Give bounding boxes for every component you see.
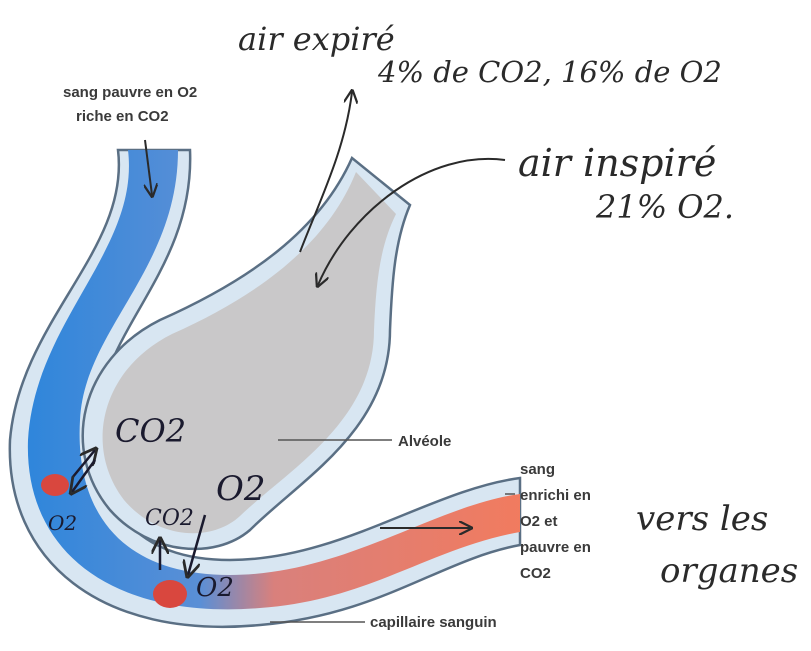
- co2-lower-label: CO2: [145, 506, 194, 531]
- air-inspire-text: air inspiré: [518, 141, 716, 185]
- red-blood-cell-icon: [153, 580, 187, 608]
- co2-upper-label: CO2: [115, 412, 186, 450]
- capillaire-label: capillaire sanguin: [370, 614, 497, 631]
- red-blood-cell-icon: [41, 474, 69, 496]
- sang-enrichi-label-line: O2 et: [520, 513, 558, 530]
- organes-text: organes: [660, 551, 798, 591]
- air-inspire-composition-text: 21% O2.: [595, 188, 734, 226]
- o2-center-label: O2: [216, 469, 266, 509]
- vers-les-text: vers les: [636, 499, 768, 539]
- alveole-label: Alvéole: [398, 433, 451, 450]
- air-expire-composition-text: 4% de CO2, 16% de O2: [377, 55, 722, 89]
- sang-pauvre-label-line2: riche en CO2: [76, 108, 169, 125]
- air-expire-text: air expiré: [238, 20, 395, 58]
- o2-lower-label: O2: [196, 573, 234, 603]
- sang-enrichi-label-line: pauvre en: [520, 539, 591, 556]
- sang-enrichi-label-line: CO2: [520, 565, 551, 582]
- sang-enrichi-label-line: sang: [520, 461, 555, 478]
- sang-enrichi-label-line: enrichi en: [520, 487, 591, 504]
- o2-left-label: O2: [48, 511, 77, 535]
- sang-pauvre-label-line1: sang pauvre en O2: [63, 84, 197, 101]
